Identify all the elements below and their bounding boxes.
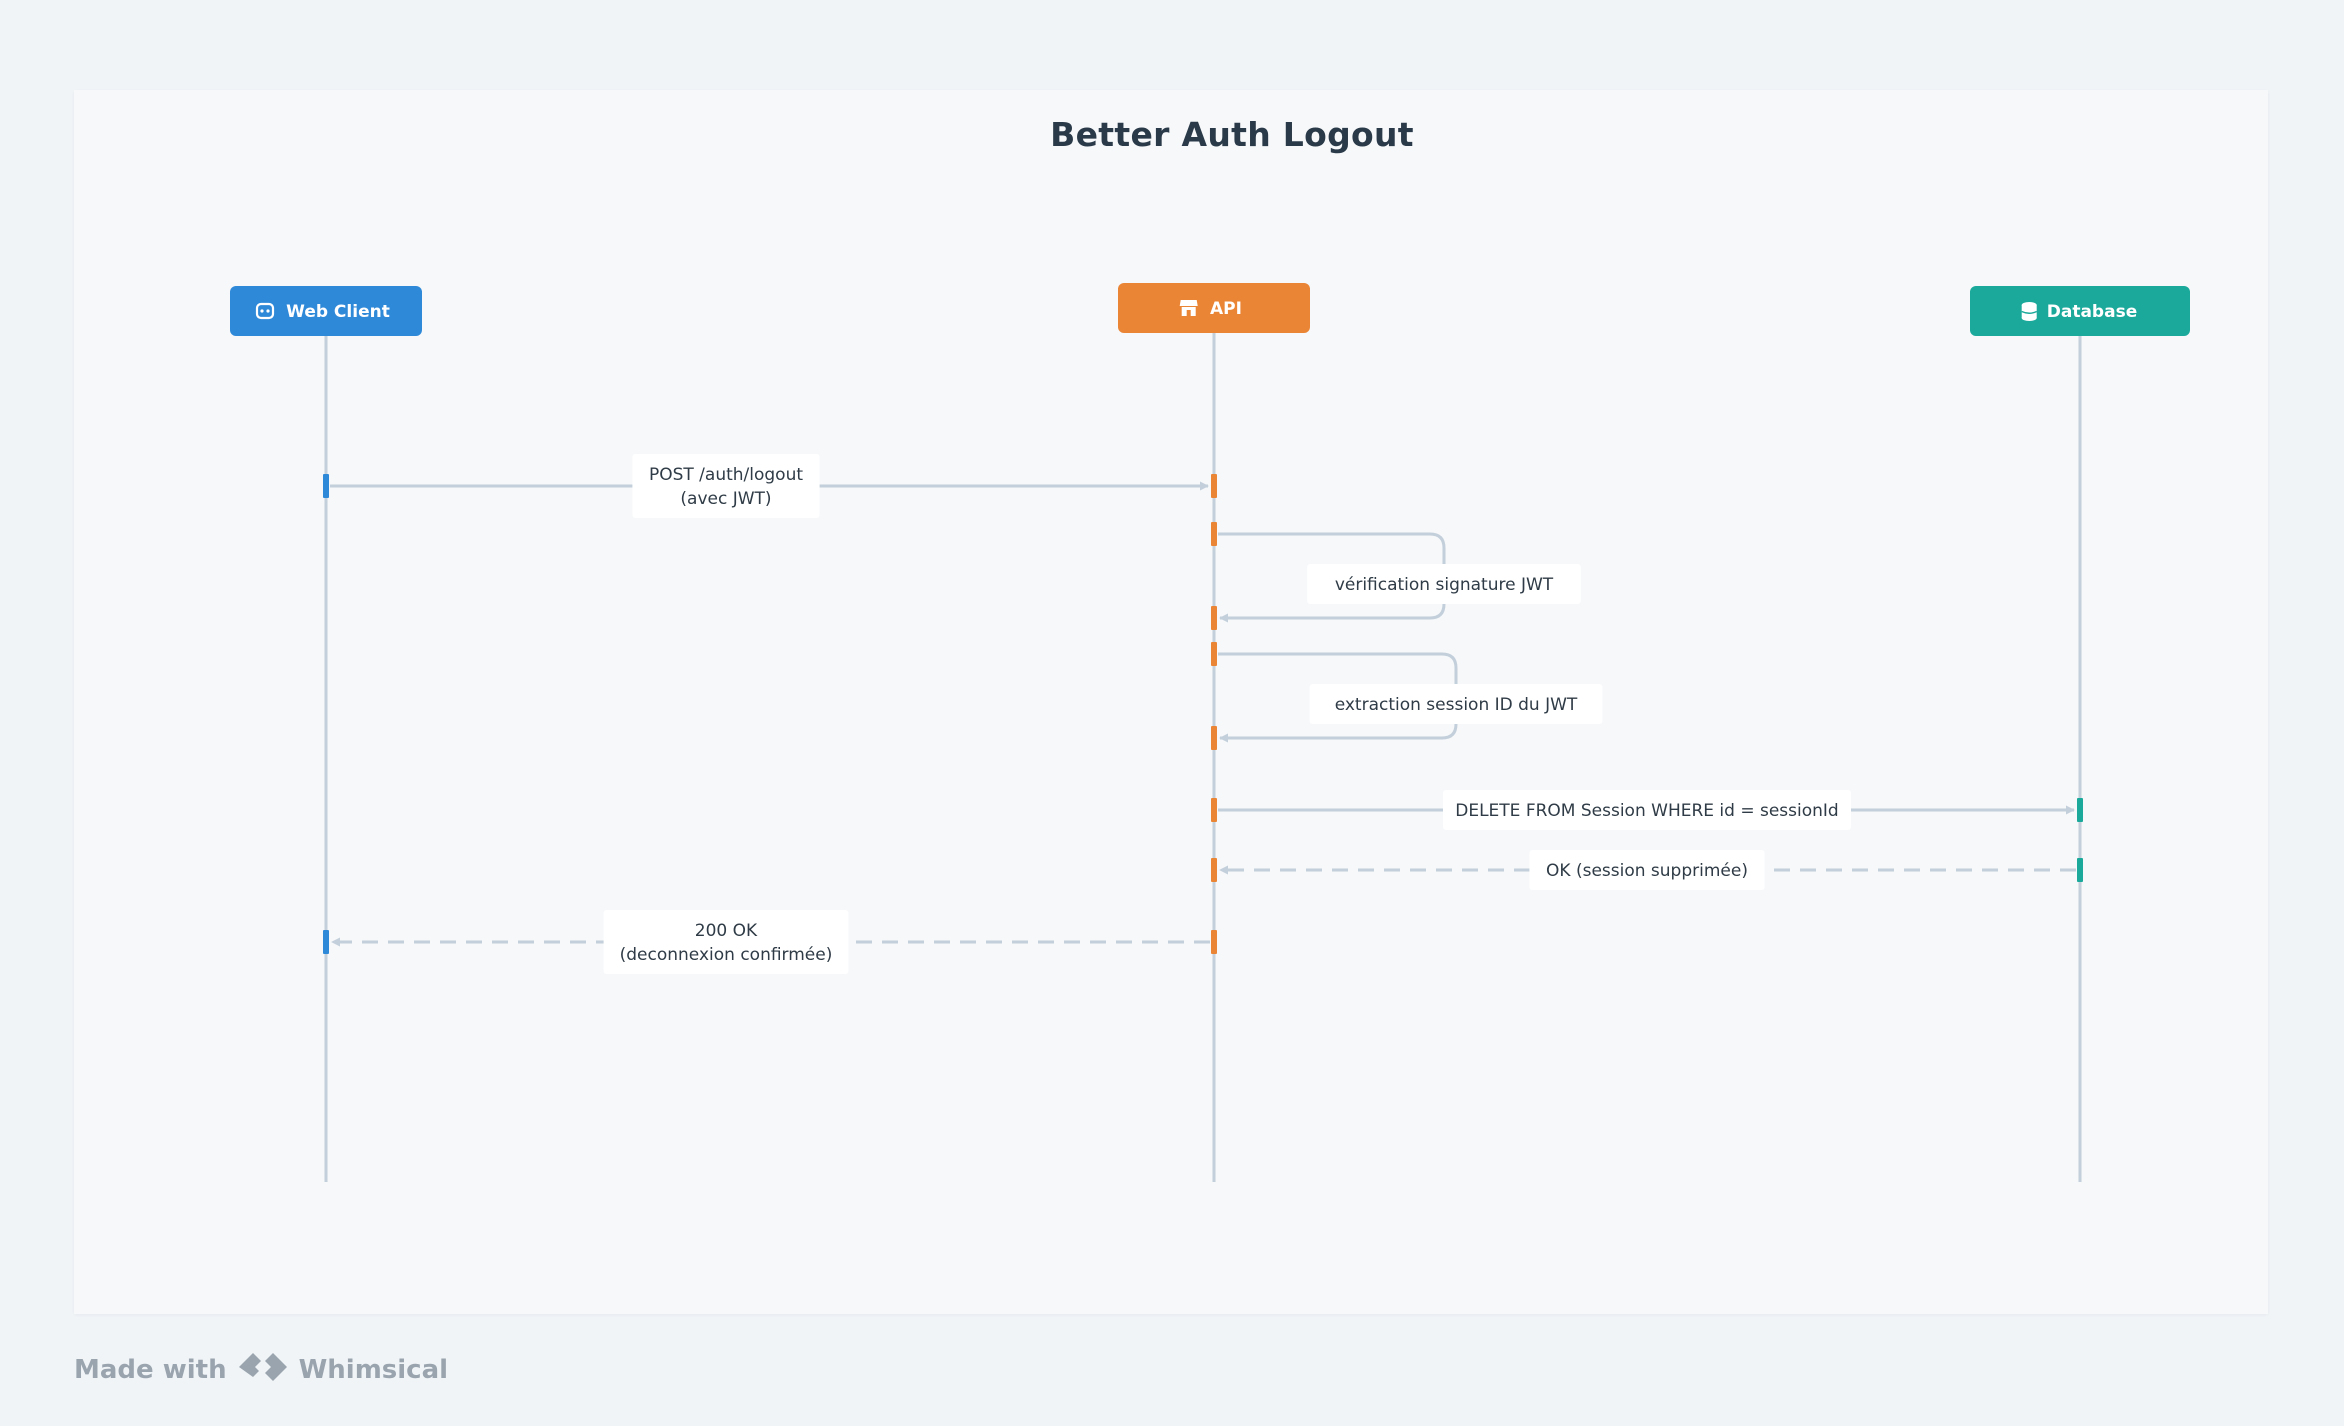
message-1-label: POST /auth/logout (avec JWT) [632, 454, 820, 518]
message-1-label-line-1: (avec JWT) [680, 489, 771, 509]
actor-label-api: API [1210, 299, 1242, 319]
message-4-label-bg [1443, 790, 1851, 830]
message-2-label-line-0: vérification signature JWT [1335, 575, 1554, 595]
store-icon [1179, 300, 1198, 316]
message-5-activation-start [2077, 858, 2083, 882]
message-5-activation-end [1211, 858, 1217, 882]
actor-box-api[interactable] [1118, 283, 1310, 333]
message-3-activation-end [1211, 726, 1217, 750]
message-1-label-line-0: POST /auth/logout [649, 465, 803, 485]
message-4-label: DELETE FROM Session WHERE id = sessionId [1443, 790, 1851, 830]
message-4-activation-end [2077, 798, 2083, 822]
message-3-label: extraction session ID du JWT [1309, 684, 1603, 724]
message-6-label: 200 OK (deconnexion confirmée) [603, 910, 849, 974]
message-1-activation-start [323, 474, 329, 498]
diagram-title: Better Auth Logout [1050, 115, 1414, 154]
message-6-activation-end [323, 930, 329, 954]
message-5-label: OK (session supprimée) [1529, 850, 1765, 890]
message-2-activation-start [1211, 522, 1217, 546]
footer[interactable]: Made with Whimsical [74, 1350, 448, 1390]
actor-api[interactable]: API [1118, 283, 1310, 333]
message-6-label-bg [603, 910, 849, 974]
message-6-activation-start [1211, 930, 1217, 954]
message-2-activation-end [1211, 606, 1217, 630]
message-6-label-line-1: (deconnexion confirmée) [620, 945, 833, 965]
message-6-label-line-0: 200 OK [695, 921, 758, 941]
message-2-label-bg [1307, 564, 1581, 604]
message-2-label: vérification signature JWT [1307, 564, 1581, 604]
robot-icon [255, 302, 275, 320]
database-icon [2021, 302, 2037, 321]
message-3-activation-start [1211, 642, 1217, 666]
message-5-label-line-0: OK (session supprimée) [1546, 861, 1748, 881]
actor-db[interactable]: Database [1970, 286, 2190, 336]
actor-label-web: Web Client [286, 302, 390, 322]
actor-label-db: Database [2047, 302, 2137, 322]
message-5-label-bg [1529, 850, 1765, 890]
actor-web[interactable]: Web Client [230, 286, 422, 336]
message-4-label-line-0: DELETE FROM Session WHERE id = sessionId [1455, 801, 1838, 821]
message-1-activation-end [1211, 474, 1217, 498]
actor-box-db[interactable] [1970, 286, 2190, 336]
message-3-label-bg [1309, 684, 1603, 724]
made-with-text: Made with [74, 1355, 227, 1385]
whimsical-logo-icon [235, 1347, 291, 1394]
message-4-activation-start [1211, 798, 1217, 822]
message-1-label-bg [632, 454, 820, 518]
actor-box-web[interactable] [230, 286, 422, 336]
message-3-label-line-0: extraction session ID du JWT [1335, 695, 1578, 715]
whimsical-brand-text: Whimsical [298, 1355, 449, 1385]
